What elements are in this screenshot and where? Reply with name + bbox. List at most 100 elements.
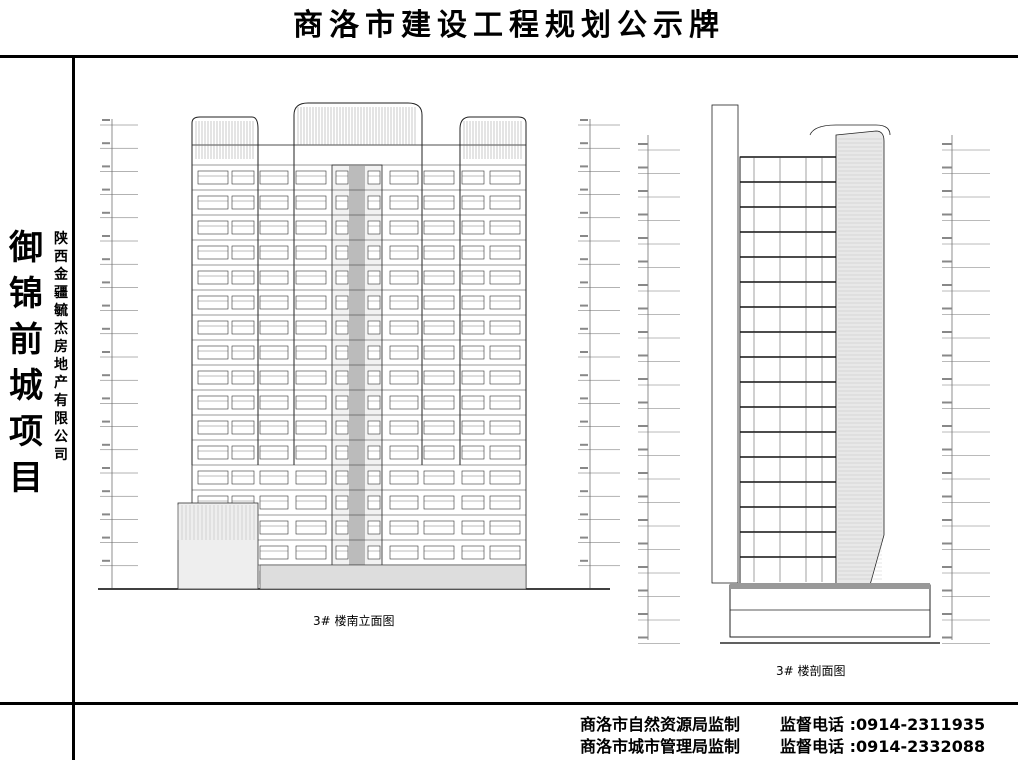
level-mark bbox=[942, 378, 952, 380]
window bbox=[389, 495, 419, 510]
window bbox=[335, 345, 349, 360]
level-mark bbox=[942, 401, 952, 404]
window bbox=[489, 195, 521, 210]
level-mark bbox=[102, 211, 110, 214]
footer-authority-2: 商洛市城市管理局监制 bbox=[580, 737, 741, 756]
window bbox=[259, 295, 289, 310]
section-caption: 3# 楼剖面图 bbox=[776, 664, 846, 678]
window bbox=[295, 245, 327, 260]
window bbox=[197, 345, 229, 360]
level-mark bbox=[580, 188, 588, 191]
window bbox=[231, 420, 255, 435]
level-mark bbox=[942, 472, 952, 474]
window bbox=[197, 270, 229, 285]
level-mark bbox=[102, 119, 110, 121]
window bbox=[389, 295, 419, 310]
level-mark bbox=[942, 237, 952, 239]
window bbox=[231, 195, 255, 210]
window bbox=[259, 245, 289, 260]
window bbox=[423, 545, 455, 560]
level-mark bbox=[638, 284, 648, 286]
level-mark bbox=[942, 636, 952, 639]
window bbox=[295, 495, 327, 510]
level-mark bbox=[638, 260, 648, 263]
window bbox=[489, 295, 521, 310]
window bbox=[335, 495, 349, 510]
window bbox=[259, 170, 289, 185]
level-mark bbox=[942, 542, 952, 545]
window bbox=[389, 345, 419, 360]
window bbox=[423, 395, 455, 410]
level-mark bbox=[102, 165, 110, 168]
level-mark bbox=[638, 331, 648, 333]
level-mark bbox=[942, 519, 952, 521]
level-mark bbox=[580, 211, 588, 214]
footer-phone-number-1: 0914-2311935 bbox=[855, 715, 986, 734]
window bbox=[259, 445, 289, 460]
level-mark bbox=[942, 425, 952, 427]
footer-phone-1: 监督电话 :0914-2311935 bbox=[780, 711, 985, 735]
window bbox=[335, 370, 349, 385]
footer-divider bbox=[0, 702, 1018, 705]
window bbox=[389, 220, 419, 235]
window bbox=[389, 470, 419, 485]
level-mark bbox=[580, 397, 588, 400]
window bbox=[367, 170, 381, 185]
elevation-caption: 3# 楼南立面图 bbox=[313, 614, 395, 628]
level-mark bbox=[638, 495, 648, 498]
level-mark bbox=[638, 166, 648, 169]
window bbox=[335, 245, 349, 260]
window bbox=[231, 470, 255, 485]
window bbox=[489, 370, 521, 385]
level-mark bbox=[580, 142, 588, 145]
level-mark bbox=[102, 327, 110, 330]
window bbox=[295, 445, 327, 460]
level-mark bbox=[102, 351, 110, 353]
level-mark bbox=[638, 542, 648, 545]
level-mark bbox=[638, 636, 648, 639]
core-spine bbox=[349, 165, 365, 585]
level-mark bbox=[638, 190, 648, 192]
window bbox=[489, 420, 521, 435]
level-mark bbox=[102, 536, 110, 539]
level-mark bbox=[942, 213, 952, 216]
footer-phone-label-2: 监督电话 : bbox=[780, 737, 856, 756]
level-mark bbox=[102, 142, 110, 145]
window bbox=[389, 320, 419, 335]
window bbox=[259, 345, 289, 360]
window bbox=[423, 245, 455, 260]
level-mark bbox=[942, 284, 952, 286]
window bbox=[367, 520, 381, 535]
window bbox=[335, 470, 349, 485]
window bbox=[389, 170, 419, 185]
window bbox=[367, 245, 381, 260]
level-mark bbox=[102, 188, 110, 191]
window bbox=[367, 445, 381, 460]
level-mark bbox=[102, 281, 110, 284]
level-mark bbox=[638, 566, 648, 568]
developer-name: 陕西金疆毓杰房地产有限公司 bbox=[54, 231, 68, 463]
window bbox=[259, 420, 289, 435]
window bbox=[461, 495, 485, 510]
south-elevation-drawing bbox=[98, 102, 620, 590]
window bbox=[461, 470, 485, 485]
level-mark bbox=[580, 467, 588, 469]
level-mark bbox=[580, 327, 588, 330]
level-mark bbox=[942, 589, 952, 592]
level-mark bbox=[580, 559, 588, 562]
window bbox=[489, 545, 521, 560]
window bbox=[423, 195, 455, 210]
level-mark bbox=[580, 490, 588, 493]
crown-right bbox=[459, 116, 527, 465]
level-mark bbox=[638, 425, 648, 427]
window bbox=[423, 295, 455, 310]
level-mark bbox=[942, 166, 952, 169]
level-mark bbox=[942, 448, 952, 451]
window bbox=[389, 370, 419, 385]
level-mark bbox=[102, 443, 110, 446]
window bbox=[335, 420, 349, 435]
window bbox=[197, 170, 229, 185]
level-mark bbox=[580, 351, 588, 353]
window bbox=[367, 345, 381, 360]
window bbox=[489, 520, 521, 535]
